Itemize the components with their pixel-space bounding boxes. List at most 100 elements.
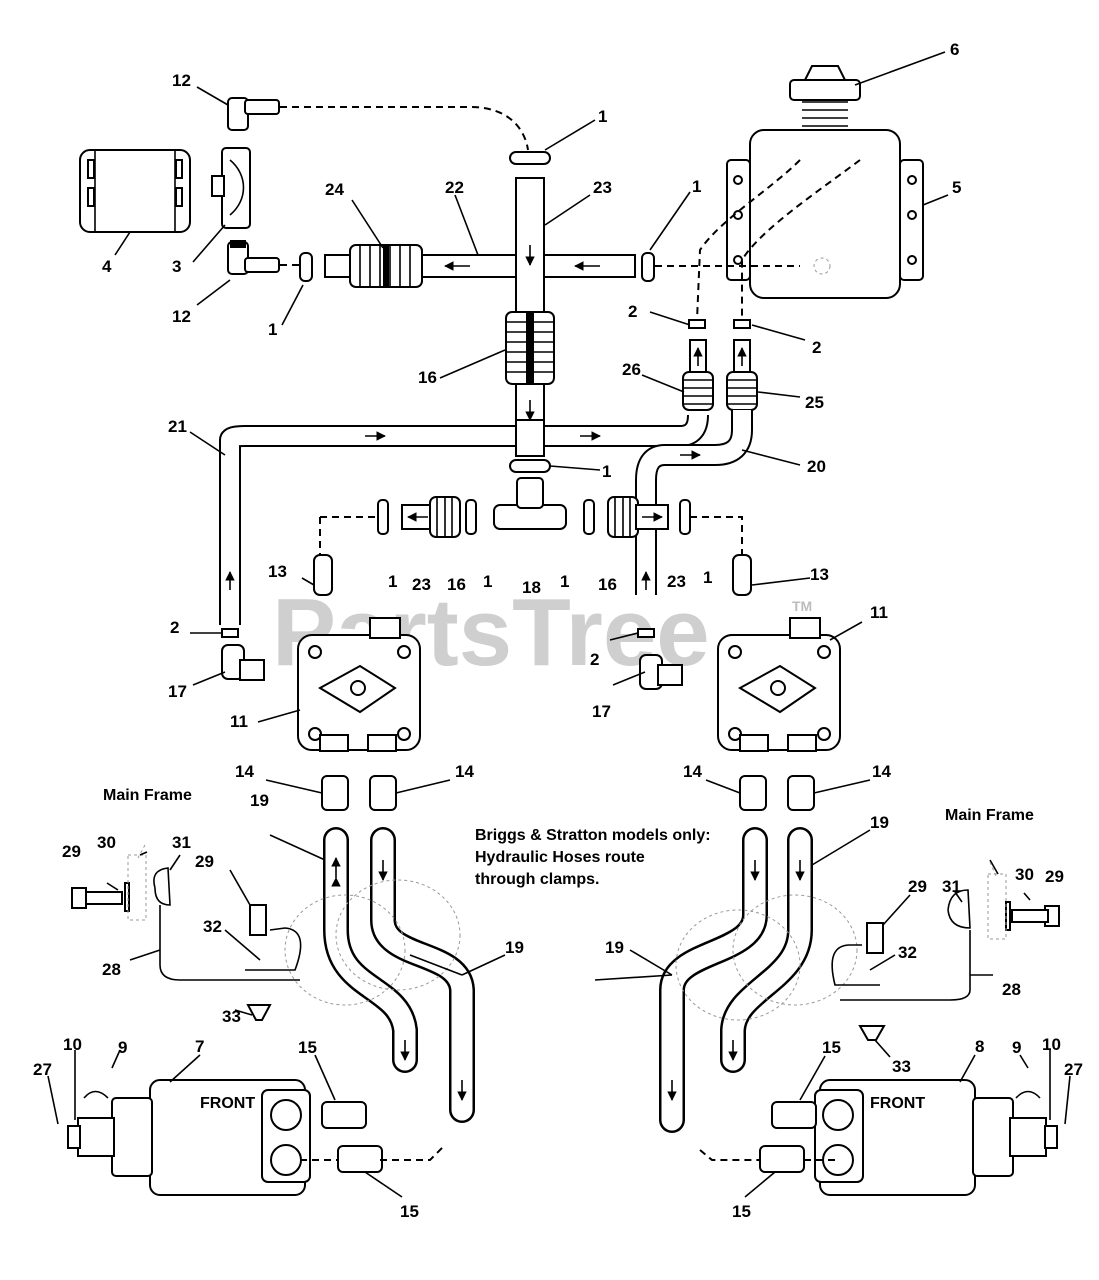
callout-6: 6 xyxy=(950,40,959,59)
filter-adapter xyxy=(211,147,251,229)
callout-1-a: 1 xyxy=(598,107,607,126)
callout-30-a: 30 xyxy=(97,833,116,852)
elbows-17 xyxy=(221,644,683,690)
callout-14-c: 14 xyxy=(683,762,702,781)
fittings-15 xyxy=(321,1101,817,1173)
coupling-16-top xyxy=(505,311,555,385)
svg-text:TM: TM xyxy=(792,598,812,614)
callout-9-a: 9 xyxy=(118,1038,127,1057)
callout-16-a: 16 xyxy=(418,368,437,387)
callout-2-a: 2 xyxy=(628,302,637,321)
callout-17-right: 17 xyxy=(592,702,611,721)
callout-8: 8 xyxy=(975,1037,984,1056)
callout-11-right: 11 xyxy=(870,603,888,622)
callout-4: 4 xyxy=(102,257,112,276)
clamp-route-circles xyxy=(284,879,858,1021)
hose-arrows xyxy=(331,857,805,1101)
callout-11-left: 11 xyxy=(230,712,248,731)
left-clamp-assembly xyxy=(71,854,302,1021)
callout-29-b: 29 xyxy=(195,852,214,871)
coupling-2-right xyxy=(733,319,751,329)
right-motor xyxy=(814,1079,1058,1196)
clamp-left xyxy=(299,252,313,282)
left-pump xyxy=(297,617,421,752)
bellows-24 xyxy=(349,244,423,288)
hose-26 xyxy=(682,339,714,411)
callout-24: 24 xyxy=(325,180,344,199)
callout-23-a: 23 xyxy=(593,178,612,197)
callout-13-right: 13 xyxy=(810,565,829,584)
callout-1-g: 1 xyxy=(560,572,569,591)
callout-1-d: 1 xyxy=(602,462,611,481)
callout-27-b: 27 xyxy=(1064,1060,1083,1079)
callout-14-d: 14 xyxy=(872,762,891,781)
clamp-bottom xyxy=(509,459,551,473)
callout-10-b: 10 xyxy=(1042,1035,1061,1054)
svg-text:Hydraulic Hoses route: Hydraulic Hoses route xyxy=(475,849,645,866)
main-frame-label-right: Main Frame xyxy=(945,807,1034,824)
callout-2-b: 2 xyxy=(812,338,821,357)
callout-15-c: 15 xyxy=(400,1202,419,1221)
callout-16-b: 16 xyxy=(447,575,466,594)
callout-23-b: 23 xyxy=(412,575,431,594)
fittings-14 xyxy=(321,775,815,811)
clamp-top xyxy=(509,151,551,165)
small-clamps xyxy=(377,499,691,535)
right-bellows-16 xyxy=(607,496,669,538)
callout-1-c: 1 xyxy=(268,320,277,339)
callout-32-b: 32 xyxy=(898,943,917,962)
callout-33-a: 33 xyxy=(222,1007,241,1026)
right-pump xyxy=(717,617,841,752)
callout-15-d: 15 xyxy=(732,1202,751,1221)
callout-28-a: 28 xyxy=(102,960,121,979)
callout-13-left: 13 xyxy=(268,562,287,581)
callout-26: 26 xyxy=(622,360,641,379)
callout-15-b: 15 xyxy=(822,1038,841,1057)
callout-28-b: 28 xyxy=(1002,980,1021,999)
lower-elbow-fitting xyxy=(227,240,280,275)
motor-front-label-left: FRONT xyxy=(200,1095,255,1112)
callout-27-a: 27 xyxy=(33,1060,52,1079)
callout-1-e: 1 xyxy=(388,572,397,591)
fittings-13 xyxy=(313,554,752,596)
callout-29-a: 29 xyxy=(62,842,81,861)
callout-10-a: 10 xyxy=(63,1035,82,1054)
callout-2-d: 2 xyxy=(590,650,599,669)
callout-31-a: 31 xyxy=(172,833,191,852)
callout-32-a: 32 xyxy=(203,917,222,936)
callout-19-b: 19 xyxy=(870,813,889,832)
callout-15-a: 15 xyxy=(298,1038,317,1057)
callout-33-b: 33 xyxy=(892,1057,911,1076)
callout-18: 18 xyxy=(522,578,541,597)
callout-1-h: 1 xyxy=(703,568,712,587)
svg-text:through clamps.: through clamps. xyxy=(475,871,599,888)
left-motor xyxy=(67,1079,311,1196)
left-bellows-16 xyxy=(401,496,461,538)
tee-fitting-18 xyxy=(493,477,567,530)
callout-29-d: 29 xyxy=(908,877,927,896)
callout-14-b: 14 xyxy=(455,762,474,781)
callout-22: 22 xyxy=(445,178,464,197)
callout-19-d: 19 xyxy=(605,938,624,957)
callout-17-left: 17 xyxy=(168,682,187,701)
callout-19-a: 19 xyxy=(250,791,269,810)
callout-19-c: 19 xyxy=(505,938,524,957)
callout-1-f: 1 xyxy=(483,572,492,591)
motor-front-label-right: FRONT xyxy=(870,1095,925,1112)
main-frame-label-left: Main Frame xyxy=(103,787,192,804)
callout-21: 21 xyxy=(168,417,187,436)
callout-3: 3 xyxy=(172,257,181,276)
callout-20: 20 xyxy=(807,457,826,476)
callout-12-bottom: 12 xyxy=(172,307,191,326)
callout-numbers: 12 6 1 23 24 22 1 5 4 3 12 1 2 2 16 26 2… xyxy=(33,40,1083,1221)
leader-lines xyxy=(47,51,1071,1198)
callout-1-b: 1 xyxy=(692,177,701,196)
reservoir-tank xyxy=(726,129,924,299)
callout-5: 5 xyxy=(952,178,961,197)
reservoir-cap xyxy=(789,65,861,127)
callout-23-c: 23 xyxy=(667,572,686,591)
callout-7: 7 xyxy=(195,1037,204,1056)
callout-30-b: 30 xyxy=(1015,865,1034,884)
note-text: Briggs & Stratton models only: Hydraulic… xyxy=(475,827,711,888)
